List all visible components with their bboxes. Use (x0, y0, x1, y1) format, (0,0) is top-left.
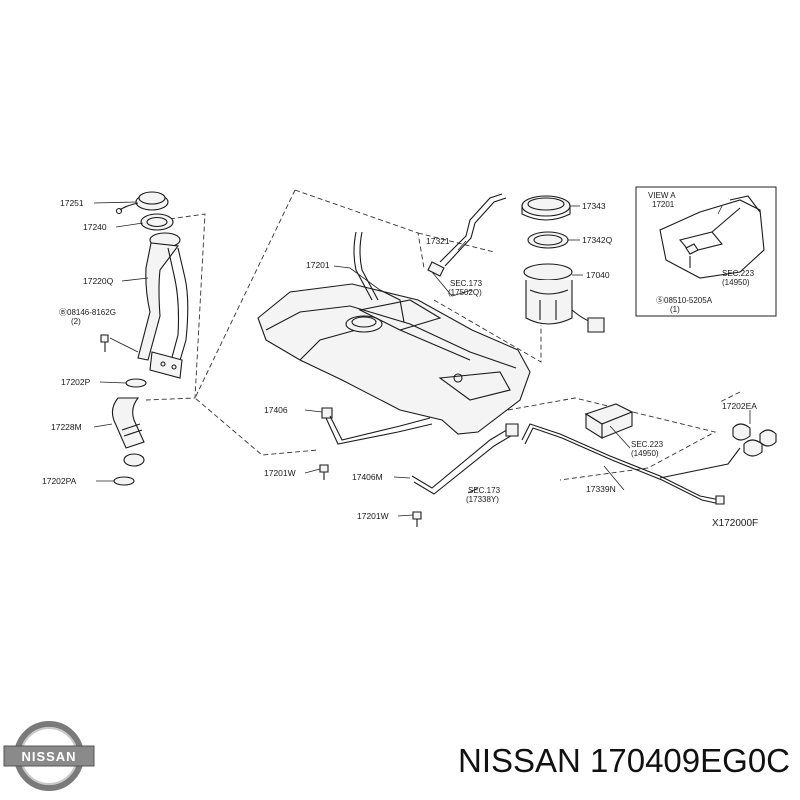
view-a-detail (659, 195, 765, 279)
filler-group-outline (145, 213, 206, 401)
label-sec223-ref: (14950) (631, 449, 659, 458)
label-17040: 17040 (586, 270, 610, 280)
label-08146-8162g: Ⓑ08146-8162G (59, 308, 116, 317)
fuel-pump-module (523, 263, 605, 333)
filler-gasket (140, 213, 174, 231)
label-sec173-a: SEC.173 (450, 279, 483, 288)
label-17201-tank: 17201 (306, 260, 330, 270)
label-17342q: 17342Q (582, 235, 613, 245)
view-a-bolt-qty: (1) (670, 305, 680, 314)
pump-seal-ring (527, 231, 569, 249)
diagram-code: X172000F (712, 518, 758, 529)
label-17339n: 17339N (586, 484, 616, 494)
filler-hose (111, 397, 145, 467)
tank-group-outline (194, 189, 319, 456)
evap-sensor-box (584, 403, 634, 439)
fuel-filler-cap (115, 191, 169, 215)
leader-lines (93, 201, 751, 517)
nissan-logo: NISSAN (3, 721, 95, 791)
label-sec173-b: SEC.173 (468, 486, 501, 495)
fuel-tank (257, 231, 531, 435)
logo-text: NISSAN (21, 749, 76, 764)
label-17228m: 17228M (51, 422, 82, 432)
filler-neck-tube (137, 232, 189, 379)
label-08146-qty: (2) (71, 317, 81, 326)
tank-top-outline (294, 189, 425, 269)
label-17251: 17251 (60, 198, 84, 208)
view-a-sec: SEC.223 (722, 269, 755, 278)
label-17220q: 17220Q (83, 276, 114, 286)
view-a-part: 17201 (652, 200, 675, 209)
pump-lock-ring (521, 195, 571, 221)
view-a-sec-ref: (14950) (722, 278, 750, 287)
view-a-bolt: Ⓢ08510-5205A (656, 296, 713, 305)
label-sec173-a-ref: (17502Q) (448, 288, 482, 297)
hose-clamp-upper (125, 378, 147, 388)
tank-strap-right (411, 423, 519, 495)
label-17321: 17321 (426, 236, 450, 246)
label-sec223: SEC.223 (631, 440, 664, 449)
tube-group-outline (507, 397, 717, 481)
tube-clips (732, 423, 777, 457)
label-17201w-a: 17201W (264, 468, 296, 478)
pump-lower-outline (433, 299, 542, 363)
filler-bolt (100, 334, 139, 353)
strap-bolt-left (319, 464, 329, 480)
label-sec173-b-ref: (17338Y) (466, 495, 499, 504)
vent-tube (427, 193, 507, 277)
label-17406m: 17406M (352, 472, 383, 482)
strap-bolt-right (412, 511, 422, 527)
pump-group-outline (417, 232, 495, 253)
label-17406: 17406 (264, 405, 288, 415)
label-17202pa: 17202PA (42, 476, 77, 486)
label-17202ea: 17202EA (722, 401, 757, 411)
label-17201w-b: 17201W (357, 511, 389, 521)
right-clip-outline (719, 391, 741, 403)
view-a-title: VIEW A (648, 191, 676, 200)
tank-strap-left (321, 407, 433, 445)
evap-tube (521, 423, 741, 505)
view-a-frame (635, 186, 777, 317)
label-17343: 17343 (582, 201, 606, 211)
part-caption: NISSAN 170409EG0C (458, 742, 790, 779)
hose-clamp-lower (113, 476, 135, 486)
label-17202p: 17202P (61, 377, 91, 387)
label-17240: 17240 (83, 222, 107, 232)
